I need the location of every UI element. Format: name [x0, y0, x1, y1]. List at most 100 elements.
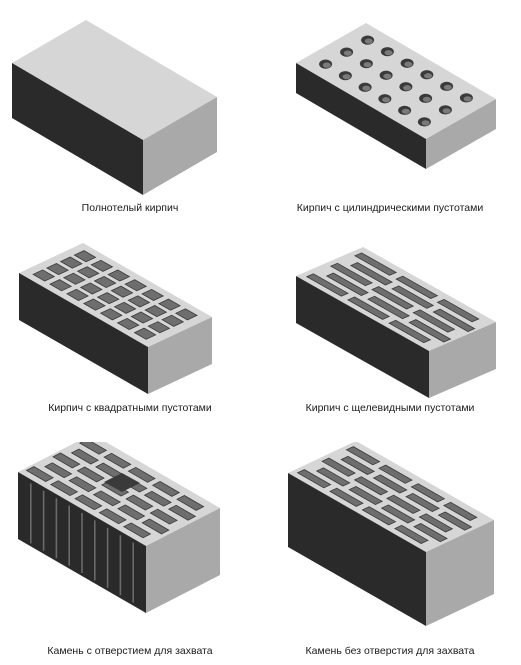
cylindrical-brick-illustration	[296, 23, 496, 169]
square-void-brick-illustration	[19, 243, 212, 394]
stone-void	[76, 466, 105, 483]
square-void	[59, 256, 83, 269]
stone-slot-void	[380, 504, 416, 524]
stone-void	[44, 462, 73, 479]
square-void	[158, 298, 181, 311]
stone-void	[25, 466, 54, 482]
square-void	[62, 272, 86, 285]
stone-void	[127, 466, 156, 483]
square-void	[46, 263, 69, 276]
slotted-brick-illustration	[296, 247, 496, 398]
square-voids	[32, 250, 198, 340]
slot-void	[325, 272, 369, 296]
stone-voids	[25, 442, 205, 539]
caption-slotted-brick: Кирпич с щелевидными пустотами	[305, 402, 475, 414]
slot-void	[367, 295, 411, 320]
stone-slot-void	[353, 476, 389, 496]
square-void	[66, 288, 89, 301]
slot-void	[412, 309, 456, 333]
square-void	[32, 269, 56, 282]
square-void	[76, 266, 100, 279]
stone-void	[78, 442, 108, 455]
stone-slot-void	[329, 487, 364, 507]
stone-with-grip: Камень с отверстием для захвата	[0, 442, 260, 663]
stone-without-grip: Камень без отверстия для захвата	[260, 442, 520, 663]
brick-slotted: Кирпич с щелевидными пустотами	[260, 221, 520, 442]
stone-void	[117, 504, 146, 521]
brick-square: Кирпич с квадратными пустотами	[0, 221, 260, 442]
slot-void	[354, 252, 398, 276]
stone-slot-void	[378, 464, 413, 484]
stone-slot-void	[340, 455, 376, 475]
square-void	[116, 317, 140, 331]
stone-slot-voids	[296, 446, 478, 544]
square-void	[79, 282, 103, 295]
stone-slot-void	[386, 494, 421, 514]
stone-void	[125, 494, 154, 511]
stone-slot-void	[413, 523, 448, 543]
stone-void	[68, 476, 97, 493]
stone-void	[92, 490, 122, 507]
stone-slot-void	[348, 485, 384, 506]
slot-void	[436, 298, 480, 323]
stone-without-grip-illustration	[288, 442, 494, 626]
square-void	[49, 279, 73, 292]
square-void	[174, 308, 198, 321]
caption-solid-brick: Полнотелый кирпич	[81, 202, 179, 214]
stone-void	[141, 518, 170, 535]
square-void	[124, 279, 148, 292]
square-void	[133, 327, 157, 340]
solid-brick-illustration	[12, 20, 217, 195]
stone-slot-void	[405, 492, 440, 513]
cylindrical-voids	[319, 35, 473, 127]
square-void	[96, 292, 120, 305]
square-void	[113, 301, 137, 314]
slot-void	[391, 285, 435, 309]
slot-void	[395, 275, 439, 299]
caption-cylindrical-brick: Кирпич с цилиндрическими пустотами	[296, 202, 484, 214]
caption-square-brick: Кирпич с квадратными пустотами	[48, 402, 212, 414]
stone-slot-void	[345, 446, 381, 466]
stone-void	[103, 452, 132, 469]
square-void	[82, 298, 106, 311]
stone-slot-void	[442, 501, 478, 521]
square-void	[144, 305, 168, 318]
slot-void	[349, 262, 393, 286]
slot-void	[408, 319, 452, 343]
slot-void	[305, 273, 349, 297]
stone-slot-void	[410, 483, 446, 503]
stone-void	[52, 452, 81, 469]
stone-slot-void	[315, 467, 351, 487]
brick-solid: Полнотелый кирпич	[0, 0, 260, 221]
slot-voids	[305, 252, 480, 344]
stone-void	[143, 490, 172, 507]
slot-void	[347, 296, 391, 320]
square-void	[141, 288, 165, 301]
caption-stone-without-grip: Камень без отверстия для захвата	[305, 645, 475, 657]
stone-void	[151, 481, 181, 497]
caption-stone-with-grip: Камень с отверстием для захвата	[47, 645, 213, 657]
stone-void	[167, 504, 197, 521]
stone-slot-void	[418, 513, 454, 533]
square-void	[107, 269, 131, 282]
stone-with-grip-illustration	[18, 442, 220, 613]
stone-void	[122, 522, 152, 539]
slot-void	[388, 319, 432, 344]
stone-void	[49, 480, 79, 497]
stone-void	[70, 448, 100, 465]
stone-void	[74, 494, 103, 511]
square-void	[99, 308, 123, 321]
slot-void	[432, 308, 476, 332]
stone-slot-void	[372, 474, 408, 494]
square-void	[147, 321, 171, 334]
square-void	[110, 285, 134, 298]
slot-void	[329, 262, 373, 287]
stone-slot-void	[296, 469, 332, 489]
square-void	[130, 311, 154, 324]
brick-cylindrical: Кирпич с цилиндрическими пустотами	[260, 0, 520, 221]
stone-void	[98, 508, 127, 525]
square-void	[127, 295, 151, 308]
grip-hole	[104, 473, 140, 492]
stone-slot-void	[361, 506, 397, 526]
square-void	[73, 250, 97, 263]
